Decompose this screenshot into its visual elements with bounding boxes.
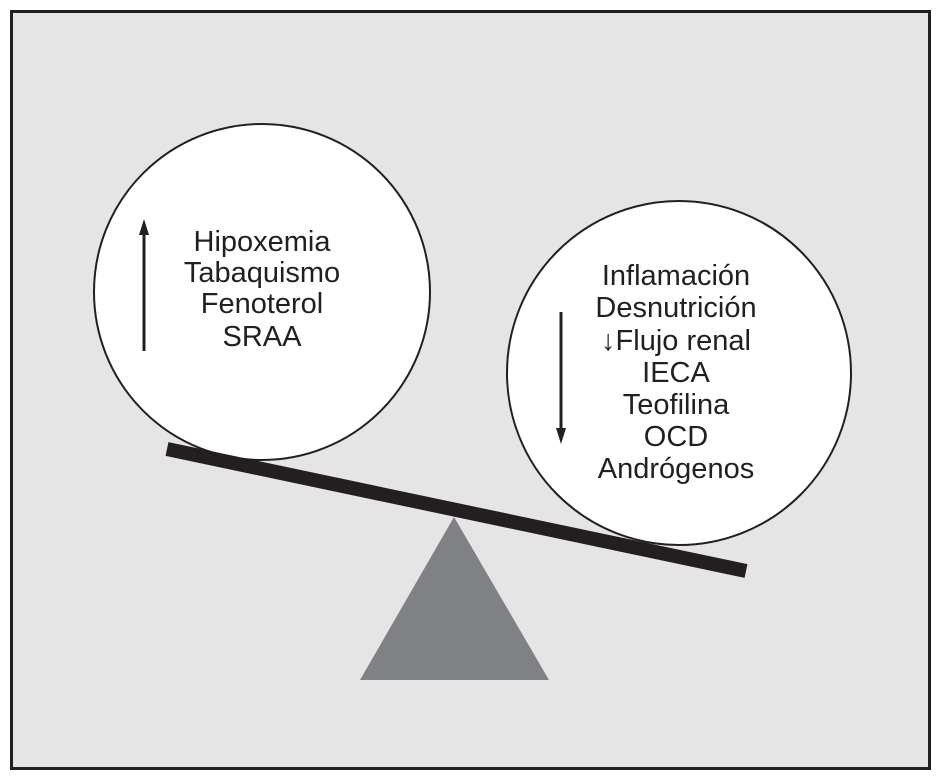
right-pan-circle <box>506 200 852 546</box>
right-item: OCD <box>644 421 708 453</box>
right-pan-labels: Inflamación Desnutrición ↓Flujo renal IE… <box>595 260 756 485</box>
right-item: Inflamación <box>602 260 750 292</box>
down-arrow-icon <box>556 312 566 444</box>
right-item: Andrógenos <box>598 453 754 485</box>
left-pan-circle <box>93 123 431 461</box>
left-pan-labels: Hipoxemia Tabaquismo Fenoterol SRAA <box>184 226 340 353</box>
right-item: Teofilina <box>623 389 730 421</box>
up-arrow-icon <box>139 219 149 351</box>
balance-beam <box>165 442 748 578</box>
right-item: IECA <box>642 357 710 389</box>
left-item: SRAA <box>223 321 303 353</box>
left-item: Fenoterol <box>201 288 324 320</box>
left-item: Tabaquismo <box>184 257 340 289</box>
fulcrum-triangle <box>360 517 549 680</box>
left-item: Hipoxemia <box>194 226 332 258</box>
right-item: ↓Flujo renal <box>601 325 751 357</box>
right-item: Desnutrición <box>595 292 756 324</box>
